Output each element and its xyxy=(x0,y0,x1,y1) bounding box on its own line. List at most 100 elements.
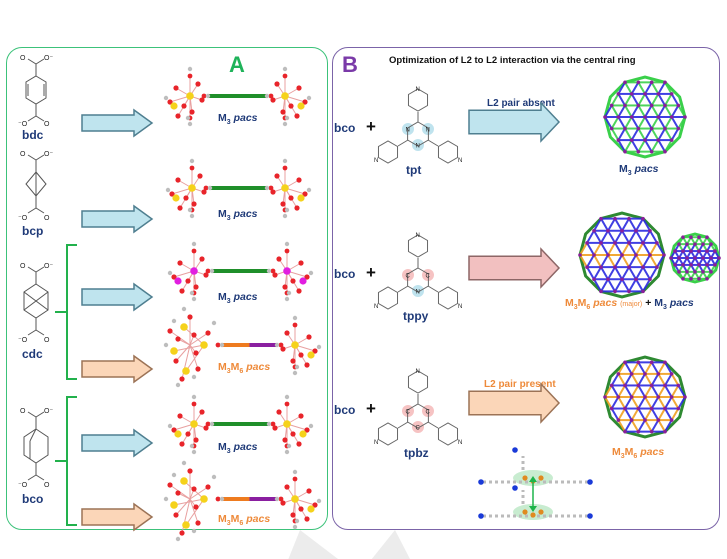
metal-symbol: M xyxy=(565,297,574,309)
net-node xyxy=(655,265,659,269)
carbon-atom xyxy=(209,421,215,427)
net-edge xyxy=(624,396,633,410)
net-node xyxy=(616,395,621,399)
orange-arrow-icon xyxy=(81,354,154,384)
net-node xyxy=(648,277,652,282)
net-edge xyxy=(644,104,653,118)
oxygen-atom xyxy=(304,274,310,280)
net-edge xyxy=(593,230,602,244)
product-label-tpt: M3 pacs xyxy=(619,163,659,177)
blue-arrow-icon xyxy=(468,101,561,143)
net-edge xyxy=(610,373,620,386)
net-node xyxy=(643,395,647,399)
net-edge xyxy=(670,373,680,386)
oxygen-atom xyxy=(191,401,197,407)
net-node xyxy=(697,235,701,240)
net-edge xyxy=(607,266,616,280)
net-edge xyxy=(644,373,653,386)
oxygen-atom xyxy=(290,358,296,364)
net-edge xyxy=(664,128,673,141)
net-edge xyxy=(630,373,640,386)
net-edge xyxy=(657,361,666,375)
product-label-bco-m3: M3 pacs xyxy=(218,441,258,455)
oxygen-atom xyxy=(175,490,181,496)
net-edge xyxy=(600,230,609,244)
oxygen-atom xyxy=(294,205,300,211)
orange-arrow-icon xyxy=(468,382,561,424)
oxygen-atom xyxy=(187,73,193,79)
m3-pacs-small-net-icon xyxy=(669,232,721,284)
carbon-atom xyxy=(209,268,215,274)
net-node xyxy=(656,92,661,96)
carbon-atom xyxy=(185,115,191,121)
net-node xyxy=(616,138,621,142)
net-edge xyxy=(657,104,666,118)
subscript: 3 xyxy=(627,170,632,178)
oxygen-atom xyxy=(167,482,173,488)
oxygen-atom xyxy=(290,431,296,437)
net-node xyxy=(701,256,705,260)
net-edge xyxy=(628,254,637,268)
net-edge xyxy=(664,396,673,410)
metal-cluster xyxy=(280,469,322,530)
oxygen-atom xyxy=(179,530,185,536)
ring-atom-highlight xyxy=(412,421,424,433)
oxygen-atom xyxy=(189,109,195,115)
net-edge xyxy=(614,218,623,232)
net-node xyxy=(656,395,661,399)
net-edge xyxy=(637,128,646,141)
net-node xyxy=(629,138,634,142)
net-node xyxy=(709,270,713,274)
ligand-tppy: tppy xyxy=(403,309,429,323)
pacs-text: pacs xyxy=(233,112,258,124)
net-node xyxy=(636,383,641,388)
oxygen-atom xyxy=(215,496,221,502)
hydrogen-atom xyxy=(191,241,197,247)
net-edge xyxy=(642,278,651,292)
net-edge xyxy=(650,419,660,433)
oxygen-atom xyxy=(272,425,278,431)
net-node xyxy=(656,372,661,376)
oxygen-atom xyxy=(167,328,173,334)
net-edge xyxy=(637,93,646,106)
oxygen-atom xyxy=(175,336,181,342)
ring-atom-label: N xyxy=(426,128,430,134)
hydrogen-atom xyxy=(191,449,197,455)
net-edge xyxy=(644,384,653,398)
net-node xyxy=(609,126,614,131)
net-node xyxy=(616,372,621,376)
net-edge xyxy=(624,139,633,153)
product-label-cdc-m3: M3 pacs xyxy=(218,291,258,305)
net-edge xyxy=(637,396,646,410)
ring-atom-label: C xyxy=(406,410,411,416)
oxygen-atom xyxy=(215,342,221,348)
oxygen-atom xyxy=(203,425,209,431)
net-edge xyxy=(670,93,680,106)
ligand-cdc: cdc xyxy=(22,347,43,361)
net-edge xyxy=(644,361,653,375)
net-edge xyxy=(607,254,616,268)
bond xyxy=(175,344,191,362)
net-edge xyxy=(644,81,653,95)
net-edge xyxy=(630,384,640,398)
m3m6-pacs-net-icon xyxy=(578,211,666,299)
oxygen-atom xyxy=(274,81,280,87)
l2-pair-stack-icon xyxy=(478,447,593,520)
net-node xyxy=(643,418,647,422)
net-node xyxy=(676,383,681,388)
net-node xyxy=(609,383,614,388)
net-edge xyxy=(650,408,660,421)
net-edge xyxy=(628,242,637,256)
oxygen-atom xyxy=(268,185,274,191)
net-node xyxy=(705,249,709,253)
net-node xyxy=(673,263,677,267)
oxygen-atom xyxy=(199,256,205,262)
net-node xyxy=(599,216,603,221)
net-edge xyxy=(610,396,620,410)
metal-atom xyxy=(297,102,305,110)
pyridine-ring xyxy=(407,234,429,258)
net-node xyxy=(636,149,641,154)
net-node xyxy=(627,241,631,245)
metal-atom xyxy=(190,267,198,275)
net-edge xyxy=(650,116,660,130)
